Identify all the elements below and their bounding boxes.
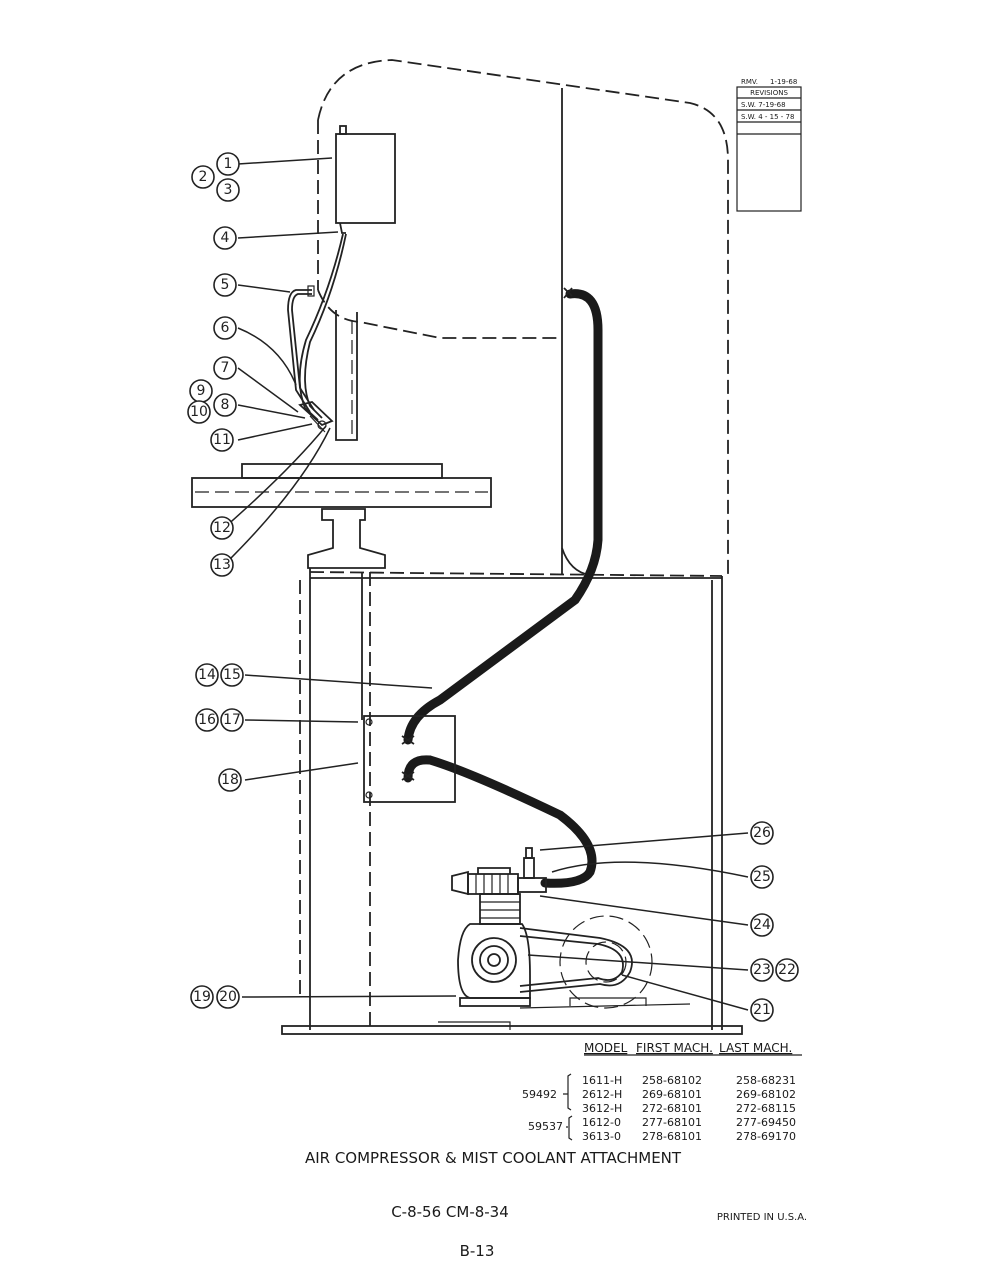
table-row-model: 3612-H [582, 1102, 622, 1115]
svg-text:16: 16 [198, 712, 216, 728]
revision-initials: RMV. [741, 78, 758, 86]
diagram-title: AIR COMPRESSOR & MIST COOLANT ATTACHMENT [305, 1149, 682, 1167]
callouts: 1 2 3 4 5 6 7 9 8 10 11 12 13 14 15 16 1… [187, 152, 799, 1022]
svg-text:1: 1 [224, 156, 233, 172]
table-row-first: 269-68101 [642, 1088, 702, 1101]
table-header-first: FIRST MACH. [636, 1041, 713, 1055]
page-number: B-13 [460, 1242, 495, 1260]
revision-title: REVISIONS [750, 89, 788, 97]
callout-3: 3 [216, 178, 240, 202]
revision-row-1: S.W. 7-19-68 [741, 101, 786, 109]
table-row-first: 278-68101 [642, 1130, 702, 1143]
svg-text:13: 13 [213, 557, 231, 573]
svg-text:7: 7 [221, 360, 230, 376]
table-row-first: 272-68101 [642, 1102, 702, 1115]
svg-text:12: 12 [213, 520, 231, 536]
table-row-last: 269-68102 [736, 1088, 796, 1101]
table-row-last: 258-68231 [736, 1074, 796, 1087]
callout-5: 5 [213, 273, 237, 297]
svg-text:18: 18 [221, 772, 239, 788]
svg-text:15: 15 [223, 667, 241, 683]
svg-text:6: 6 [221, 320, 230, 336]
callout-12: 12 [210, 516, 234, 540]
svg-text:14: 14 [198, 667, 216, 683]
table-row-last: 277-69450 [736, 1116, 796, 1129]
callout-11: 11 [210, 428, 234, 452]
table-row-model: 3613-0 [582, 1130, 621, 1143]
callout-26: 26 [750, 821, 774, 845]
table-row-first: 277-68101 [642, 1116, 702, 1129]
callout-23: 23 [750, 958, 774, 982]
callout-8: 8 [213, 393, 237, 417]
svg-text:11: 11 [213, 432, 231, 448]
drawing-number: C-8-56 CM-8-34 [391, 1203, 509, 1221]
svg-text:3: 3 [224, 182, 233, 198]
callout-7: 7 [213, 356, 237, 380]
callout-10: 10 [187, 400, 211, 424]
group-label-1: 59492 [522, 1088, 557, 1101]
callout-22: 22 [775, 958, 799, 982]
svg-text:25: 25 [753, 869, 771, 885]
callout-19: 19 [190, 985, 214, 1009]
svg-text:2: 2 [199, 169, 208, 185]
callout-9: 9 [189, 379, 213, 403]
table-row-model: 1612-0 [582, 1116, 621, 1129]
svg-text:4: 4 [221, 230, 230, 246]
coolant-tank [335, 125, 396, 234]
svg-text:26: 26 [753, 825, 771, 841]
callout-20: 20 [216, 985, 240, 1009]
callout-4: 4 [213, 226, 237, 250]
callout-14: 14 [195, 663, 219, 687]
svg-text:17: 17 [223, 712, 241, 728]
table-row-first: 258-68102 [642, 1074, 702, 1087]
callout-21: 21 [750, 998, 774, 1022]
svg-text:21: 21 [753, 1002, 771, 1018]
coolant-tubing [287, 233, 347, 433]
junction-box [363, 715, 456, 803]
callout-1: 1 [216, 152, 240, 176]
air-compressor [451, 847, 653, 1009]
revision-block: RMV. 1-19-68 REVISIONS S.W. 7-19-68 S.W.… [736, 78, 802, 212]
svg-text:24: 24 [753, 917, 771, 933]
table-header-last: LAST MACH. [719, 1041, 792, 1055]
svg-text:8: 8 [221, 397, 230, 413]
callout-17: 17 [220, 708, 244, 732]
callout-13: 13 [210, 553, 234, 577]
printed-note: PRINTED IN U.S.A. [717, 1212, 807, 1223]
svg-text:20: 20 [219, 989, 237, 1005]
callout-16: 16 [195, 708, 219, 732]
callout-18: 18 [218, 768, 242, 792]
svg-text:10: 10 [190, 404, 208, 420]
svg-text:19: 19 [193, 989, 211, 1005]
air-hose [403, 287, 603, 888]
revision-row-2: S.W. 4 - 15 - 78 [741, 113, 794, 121]
table-row-last: 278-69170 [736, 1130, 796, 1143]
bandsaw-frame [191, 59, 743, 1035]
group-label-2: 59537 [528, 1120, 563, 1133]
svg-text:22: 22 [778, 962, 796, 978]
table-row-model: 2612-H [582, 1088, 622, 1101]
table-row-last: 272-68115 [736, 1102, 796, 1115]
svg-text:9: 9 [197, 383, 206, 399]
callout-25: 25 [750, 865, 774, 889]
table-row-model: 1611-H [582, 1074, 622, 1087]
callout-2: 2 [191, 165, 215, 189]
callout-6: 6 [213, 316, 237, 340]
model-table: MODEL FIRST MACH. LAST MACH. 59492 1611-… [522, 1041, 802, 1143]
svg-text:5: 5 [221, 277, 230, 293]
table-header-model: MODEL [584, 1041, 628, 1055]
revision-date: 1-19-68 [770, 78, 797, 86]
svg-text:23: 23 [753, 962, 771, 978]
callout-24: 24 [750, 913, 774, 937]
callout-15: 15 [220, 663, 244, 687]
